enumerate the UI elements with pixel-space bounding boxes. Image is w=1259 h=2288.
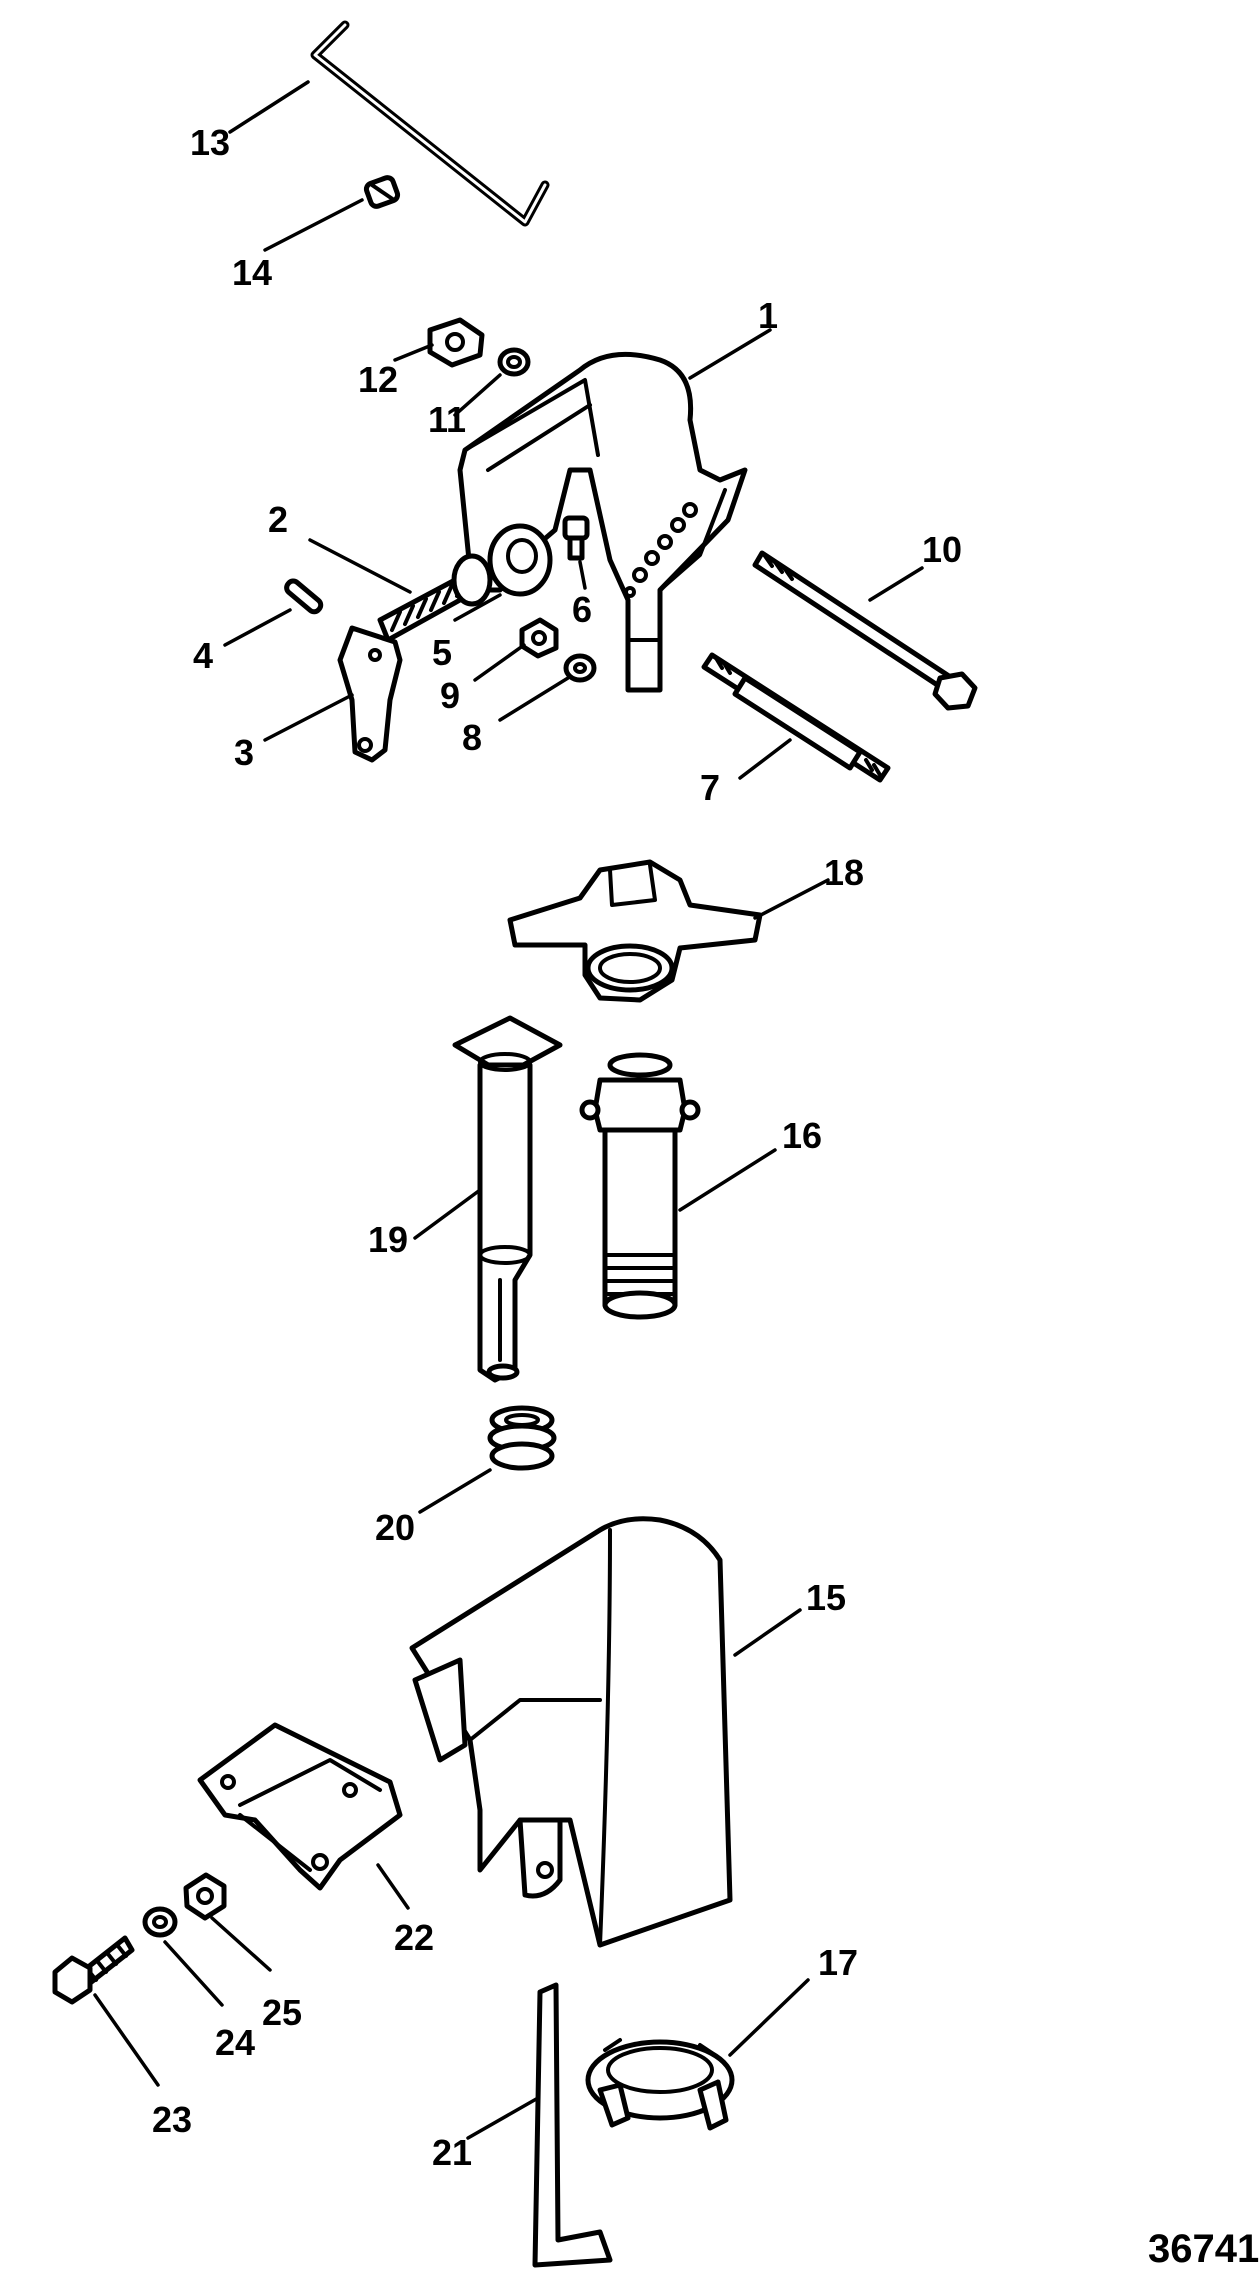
callout-6: 6	[572, 589, 592, 630]
part-7-stud	[701, 652, 891, 783]
part-15-swivel-housing	[409, 1516, 733, 1948]
callout-7: 7	[700, 767, 720, 808]
callout-16: 16	[782, 1115, 822, 1156]
callout-15: 15	[806, 1577, 846, 1618]
part-16-swivel-tube	[579, 1052, 701, 1320]
callout-24: 24	[215, 2022, 255, 2063]
part-14-screw	[363, 175, 401, 209]
part-13-tilt-rod	[310, 20, 550, 227]
part-3-handle	[337, 625, 403, 763]
callout-17: 17	[818, 1942, 858, 1983]
part-24-washer	[142, 1906, 178, 1938]
callout-12: 12	[358, 359, 398, 400]
callout-8: 8	[462, 717, 482, 758]
callout-3: 3	[234, 732, 254, 773]
part-17-swivel-nut	[585, 2038, 735, 2131]
part-1-clamp-bracket	[457, 351, 748, 693]
figure-number: 36741	[1148, 2227, 1259, 2271]
part-4-pin	[284, 578, 324, 615]
callout-11: 11	[428, 399, 466, 440]
callout-10: 10	[922, 529, 962, 570]
part-6-screw	[562, 515, 590, 561]
callout-21: 21	[432, 2132, 472, 2173]
part-18-swivel-wing	[507, 859, 763, 1003]
callout-1: 1	[758, 295, 778, 336]
part-8-washer	[563, 653, 597, 683]
part-12-nut	[427, 317, 485, 368]
callout-13: 13	[190, 122, 230, 163]
part-21-lever	[532, 1982, 613, 2268]
part-11-washer	[497, 347, 531, 377]
part-22-bracket	[197, 1722, 403, 1891]
callout-23: 23	[152, 2099, 192, 2140]
callout-14: 14	[232, 252, 272, 293]
callout-5: 5	[432, 632, 452, 673]
part-9-nut	[519, 617, 559, 659]
part-10-bolt	[752, 550, 978, 711]
part-25-nut	[183, 1872, 227, 1921]
callout-4: 4	[193, 635, 213, 676]
callout-19: 19	[368, 1219, 408, 1260]
callout-18: 18	[824, 852, 864, 893]
callout-22: 22	[394, 1917, 434, 1958]
callout-25: 25	[262, 1992, 302, 2033]
part-20-spring	[487, 1405, 557, 1471]
callout-9: 9	[440, 675, 460, 716]
callout-2: 2	[268, 499, 288, 540]
part-19-swivel-shaft	[452, 1015, 563, 1383]
callout-20: 20	[375, 1507, 415, 1548]
part-23-bolt	[52, 1935, 135, 2005]
part-2-clamp-screw	[377, 523, 553, 643]
